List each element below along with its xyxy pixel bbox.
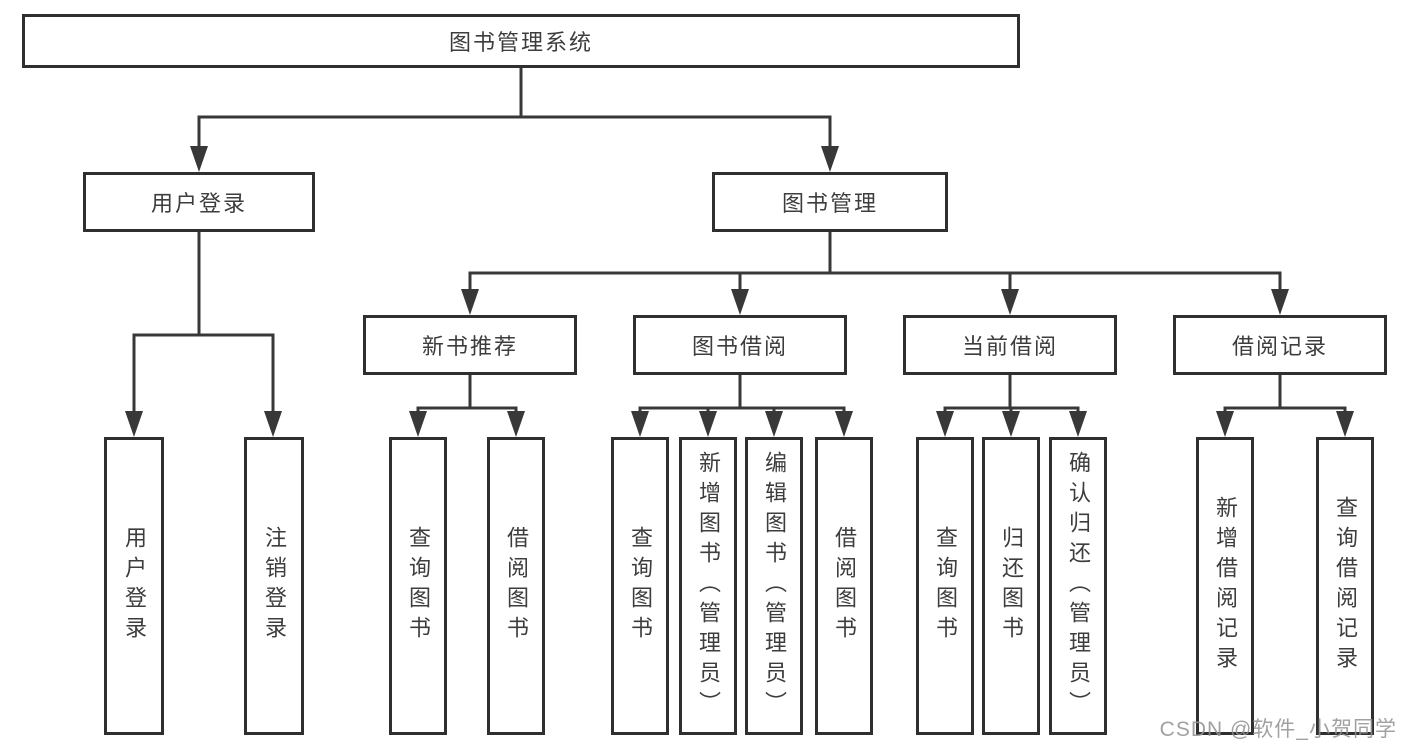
connector-lines	[132, 68, 1347, 415]
node-leaf-rec-query: 查询图书	[389, 437, 447, 735]
node-borrow-record: 借阅记录	[1173, 315, 1387, 375]
connector-book-mgmt	[468, 232, 1282, 293]
node-leaf-bb-query-label: 查询图书	[628, 526, 653, 646]
node-book-mgmt: 图书管理	[712, 172, 948, 232]
connector-root	[197, 68, 832, 150]
node-leaf-cb-confirm: 确认归还（管理员）	[1049, 437, 1107, 735]
node-user-login-label: 用户登录	[150, 191, 247, 216]
node-book-mgmt-label: 图书管理	[781, 191, 878, 216]
node-root: 图书管理系统	[22, 14, 1020, 68]
node-leaf-cb-return-label: 归还图书	[999, 526, 1024, 646]
node-leaf-br-query-label: 查询借阅记录	[1333, 496, 1358, 676]
arrowhead	[409, 411, 427, 437]
connector-current-borrow	[943, 375, 1080, 415]
node-new-book-rec: 新书推荐	[363, 315, 577, 375]
node-leaf-cb-query: 查询图书	[916, 437, 974, 735]
connector-borrow-record	[1223, 375, 1347, 415]
node-leaf-br-add-label: 新增借阅记录	[1213, 496, 1238, 676]
connector-user-login	[132, 232, 275, 415]
node-leaf-logout: 注销登录	[244, 437, 304, 735]
node-current-borrow: 当前借阅	[903, 315, 1117, 375]
arrowhead	[631, 411, 649, 437]
connector-new-book-rec	[416, 375, 518, 415]
arrowhead	[1336, 411, 1354, 437]
node-leaf-br-add: 新增借阅记录	[1196, 437, 1254, 735]
arrowheads	[125, 146, 1354, 437]
arrowhead	[264, 411, 282, 437]
node-book-borrow: 图书借阅	[633, 315, 847, 375]
node-leaf-user-login: 用户登录	[104, 437, 164, 735]
node-leaf-bb-borrow: 借阅图书	[815, 437, 873, 735]
arrowhead	[1069, 411, 1087, 437]
node-new-book-rec-label: 新书推荐	[421, 334, 518, 359]
node-leaf-user-login-label: 用户登录	[122, 526, 147, 646]
node-leaf-bb-borrow-label: 借阅图书	[832, 526, 857, 646]
node-leaf-cb-query-label: 查询图书	[933, 526, 958, 646]
node-leaf-rec-borrow: 借阅图书	[487, 437, 545, 735]
node-leaf-cb-confirm-label: 确认归还（管理员）	[1066, 451, 1091, 721]
node-user-login: 用户登录	[83, 172, 315, 232]
arrowhead	[1002, 411, 1020, 437]
arrowhead	[765, 411, 783, 437]
node-leaf-bb-add: 新增图书（管理员）	[679, 437, 737, 735]
node-root-label: 图书管理系统	[448, 30, 593, 55]
node-leaf-rec-query-label: 查询图书	[406, 526, 431, 646]
arrowhead	[731, 289, 749, 315]
node-borrow-record-label: 借阅记录	[1231, 334, 1328, 359]
arrowhead	[1216, 411, 1234, 437]
arrowhead	[461, 289, 479, 315]
node-book-borrow-label: 图书借阅	[691, 334, 788, 359]
node-leaf-br-query: 查询借阅记录	[1316, 437, 1374, 735]
arrowhead	[1271, 289, 1289, 315]
node-leaf-logout-label: 注销登录	[262, 526, 287, 646]
node-leaf-bb-add-label: 新增图书（管理员）	[696, 451, 721, 721]
node-leaf-rec-borrow-label: 借阅图书	[504, 526, 529, 646]
arrowhead	[835, 411, 853, 437]
node-leaf-cb-return: 归还图书	[982, 437, 1040, 735]
node-leaf-bb-edit: 编辑图书（管理员）	[745, 437, 803, 735]
node-leaf-bb-query: 查询图书	[611, 437, 669, 735]
node-current-borrow-label: 当前借阅	[961, 334, 1058, 359]
arrowhead	[699, 411, 717, 437]
connector-book-borrow	[638, 375, 846, 415]
node-leaf-bb-edit-label: 编辑图书（管理员）	[762, 451, 787, 721]
arrowhead	[821, 146, 839, 172]
arrowhead	[1001, 289, 1019, 315]
arrowhead	[190, 146, 208, 172]
arrowhead	[936, 411, 954, 437]
arrowhead	[125, 411, 143, 437]
arrowhead	[507, 411, 525, 437]
